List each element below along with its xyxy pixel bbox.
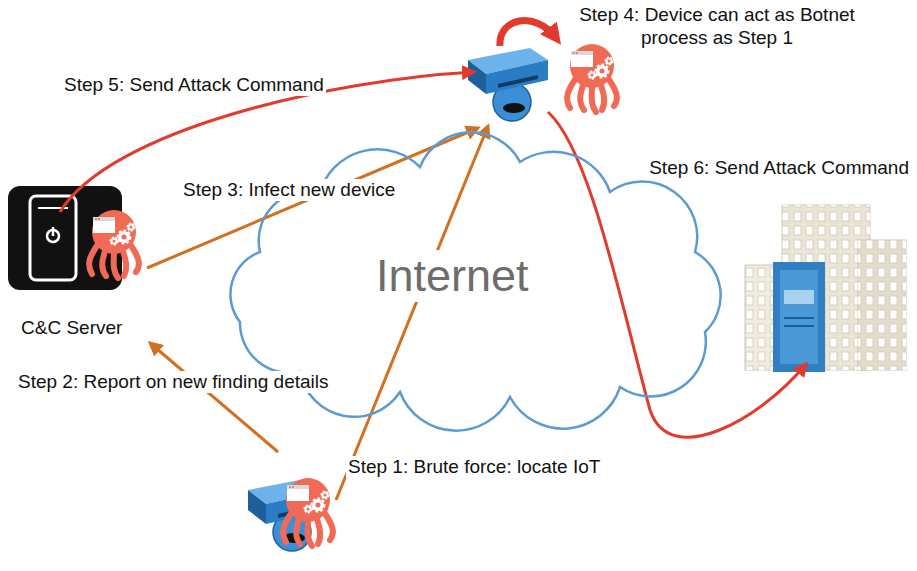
botnet-icon [89, 210, 139, 278]
step-label: Step 6: Send Attack Command [647, 157, 911, 179]
step-label: Step 1: Brute force: locate IoT [346, 456, 602, 478]
node-label: C&C Server [18, 317, 125, 339]
step-label: Step 2: Report on new finding details [16, 371, 331, 393]
server-node: C&C Server [8, 183, 138, 343]
step-label: Step 3: Infect new device [181, 179, 397, 201]
botnet-icon [567, 44, 617, 112]
step-label: Step 5: Send Attack Command [62, 74, 326, 96]
attack-arrows [60, 21, 806, 500]
target-building [745, 205, 906, 372]
step-label: Step 4: Device can act as Botnet process… [560, 3, 874, 49]
botnet-icon [283, 478, 333, 546]
cloud-label: Internet [373, 250, 532, 302]
iot-camera [468, 48, 548, 121]
